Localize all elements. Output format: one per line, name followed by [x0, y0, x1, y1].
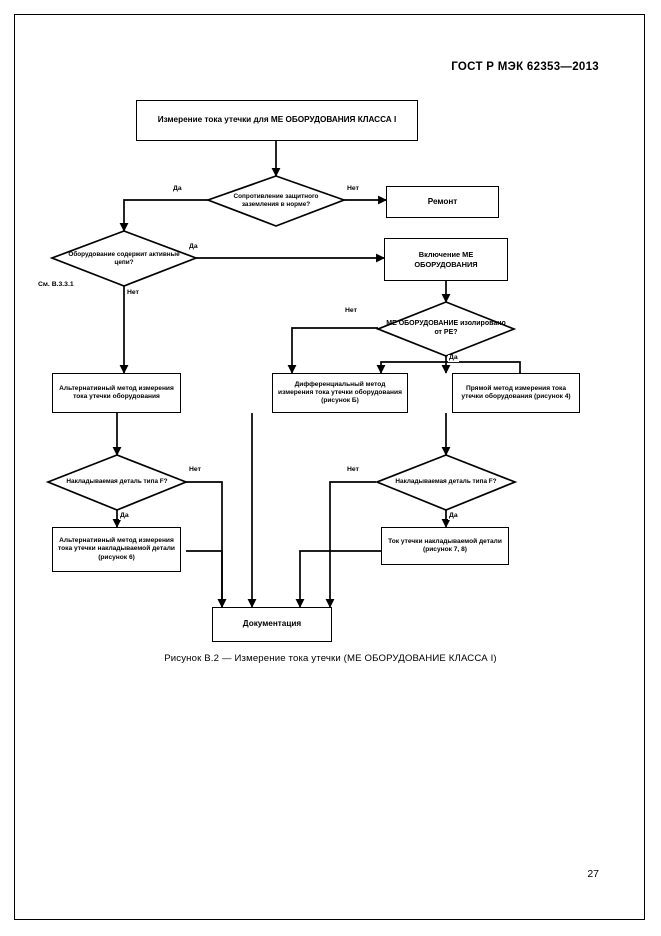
node-differential-equipment-method: Дифференциальный метод измерения тока ут… [272, 373, 408, 413]
node-power-on: Включение МЕ ОБОРУДОВАНИЯ [384, 238, 508, 281]
flowchart-decision-shapes [45, 175, 518, 511]
edge-label-active-no: Нет [126, 289, 140, 297]
figure-caption: Рисунок В.2 — Измерение тока утечки (МЕ … [164, 653, 497, 664]
flowchart: Измерение тока утечки для МЕ ОБОРУДОВАНИ… [38, 100, 580, 642]
edge-label-isolated-no: Нет [344, 307, 358, 315]
edge-label-isolated-yes: Да [448, 354, 459, 362]
clause-reference-note: См. В.3.3.1 [38, 281, 74, 288]
edge-label-active-yes: Да [188, 243, 199, 251]
page-number: 27 [587, 868, 599, 880]
node-applied-part-current: Ток утечки накладываемой детали (рисунок… [381, 527, 509, 565]
standard-header: ГОСТ Р МЭК 62353—2013 [451, 61, 599, 73]
node-repair: Ремонт [386, 186, 499, 218]
node-alternative-applied-part-method: Альтернативный метод измерения тока утеч… [52, 527, 181, 572]
node-direct-equipment-method: Прямой метод измерения тока утечки обору… [452, 373, 580, 413]
edge-label-typef-left-yes: Да [119, 512, 130, 520]
node-documentation: Документация [212, 607, 332, 642]
edge-label-typef-right-no: Нет [346, 466, 360, 474]
edge-label-typef-right-yes: Да [448, 512, 459, 520]
node-alternative-equipment-method: Альтернативный метод измерения тока утеч… [52, 373, 181, 413]
node-start: Измерение тока утечки для МЕ ОБОРУДОВАНИ… [136, 100, 418, 141]
edge-label-earth-no: Нет [346, 185, 360, 193]
edge-label-typef-left-no: Нет [188, 466, 202, 474]
edge-label-earth-yes: Да [172, 185, 183, 193]
